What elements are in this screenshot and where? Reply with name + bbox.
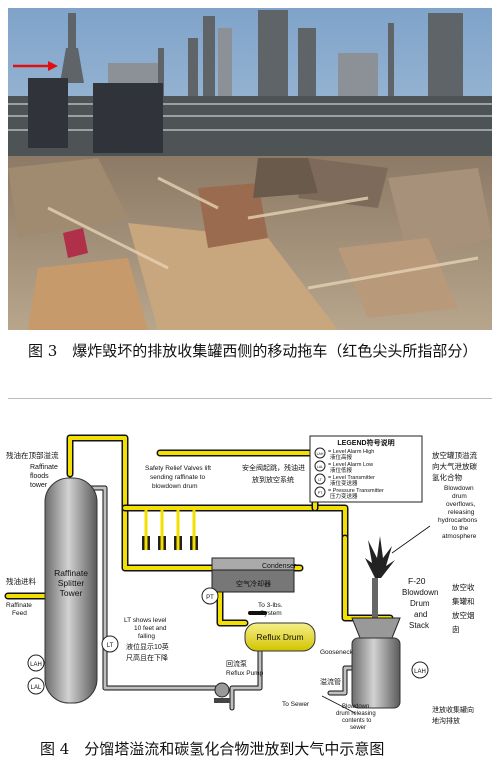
condenser-cn-label: 空气冷却器 <box>236 579 271 588</box>
f20-label-2: Blowdown <box>402 588 438 597</box>
three-lbs-label-2: System <box>260 610 282 617</box>
legend-title: LEGEND符号说明 <box>337 438 394 447</box>
flame-icon <box>365 536 395 578</box>
tag-lah-blowdown: LAH <box>414 669 426 675</box>
f20-label-3: Drum <box>410 599 430 608</box>
f20-label-4: and <box>414 610 427 619</box>
legend-cn: 液位变送器 <box>330 479 358 487</box>
f20-label-5: Stack <box>409 621 430 630</box>
relief-en-label-1: Safety Relief Valves lift <box>145 465 211 472</box>
reflux-pump-en-label: Reflux Pump <box>226 670 264 677</box>
blowdown-en-7: atmosphere <box>442 533 477 540</box>
legend-item: LAH = Level Alarm High 液位高报 <box>314 447 374 461</box>
red-arrow-icon <box>13 61 58 71</box>
legend-cn: 液位高报 <box>330 453 353 461</box>
gooseneck-label: Gooseneck <box>320 649 354 656</box>
legend-symbol: LAH <box>317 452 324 456</box>
sewer-en-3: contents to <box>342 718 372 724</box>
blowdown-en-1: Blowdown <box>444 485 474 492</box>
tower-label-1: Raffinate <box>54 568 88 578</box>
to-sewer-label: To Sewer <box>282 701 310 708</box>
lt-note-cn-1: 液位显示10英 <box>126 642 169 651</box>
process-diagram: Raffinate Splitter Tower 空气冷却器 Condenser… <box>0 408 500 731</box>
raffinate-splitter-tower: Raffinate Splitter Tower <box>44 477 98 704</box>
blowdown-en-3: overflows, <box>446 501 475 508</box>
legend: LEGEND符号说明 LAH = Level Alarm High 液位高报 L… <box>309 435 423 503</box>
lt-note-en-3: falling <box>138 633 155 640</box>
overflow-cn-label: 残油在顶部溢流 <box>6 450 59 460</box>
feed-en-label-1: Raffinate <box>6 602 32 609</box>
explosion-damage-photo <box>8 8 492 330</box>
instrument-tags: LAH LAL LT PT LAH <box>27 587 429 695</box>
f20-label-1: F-20 <box>408 576 426 586</box>
sewer-en-4: sewer <box>350 725 366 730</box>
tag-lt: LT <box>107 643 114 649</box>
blowdown-cn-1: 放空罐顶溢流 <box>432 450 477 460</box>
callout-lines <box>321 525 431 714</box>
three-lbs-label-1: To 3-lbs. <box>258 602 283 609</box>
condenser: 空气冷却器 Condenser <box>211 557 297 593</box>
photo-drawing <box>8 8 492 330</box>
overflow-en-label-1: Raffinate <box>30 464 58 471</box>
legend-en: = Level Transmitter <box>328 475 375 481</box>
blowdown-en-2: drum <box>452 493 467 500</box>
sewer-en-2: drum releasing <box>336 711 376 717</box>
blowdown-cn-2: 向大气泄放碳 <box>432 461 477 471</box>
f20-cn-2: 集罐和 <box>452 596 475 606</box>
f20-cn-4: 囱 <box>452 624 460 634</box>
lt-note-en-2: 10 feet and <box>134 625 167 632</box>
reflux-drum-label: Reflux Drum <box>256 632 303 642</box>
lt-note-cn-2: 尺高且在下降 <box>126 653 168 662</box>
relief-cn-label-1: 安全阀起跳，残油进 <box>242 463 305 472</box>
reflux-pump-cn-label: 回流泵 <box>226 659 247 668</box>
diagram-drawing: Raffinate Splitter Tower 空气冷却器 Condenser… <box>4 434 478 731</box>
tower-label-3: Tower <box>60 588 83 598</box>
relief-valves <box>142 508 198 550</box>
divider <box>8 398 492 399</box>
diagram-labels: 残油在顶部溢流 Raffinate floods tower 残油进料 Raff… <box>6 450 478 731</box>
overflow-en-label-3: tower <box>30 482 48 489</box>
reflux-drum: Reflux Drum <box>244 622 316 652</box>
condenser-en-label: Condenser <box>262 563 297 570</box>
figure-4-caption: 图 4 分馏塔溢流和碳氢化合物泄放到大气中示意图 <box>40 740 385 758</box>
relief-en-label-3: blowdown drum <box>152 483 198 490</box>
sewer-en-1: Blowdown <box>342 704 369 710</box>
reflux-pump <box>214 682 230 703</box>
legend-en: = Level Alarm Low <box>328 462 373 468</box>
tag-lal: LAL <box>31 685 42 691</box>
overflow-pipe-cn-label: 溢流管 <box>320 677 341 686</box>
tower-label-2: Splitter <box>58 578 85 588</box>
f20-cn-1: 放空收 <box>452 582 475 592</box>
legend-cn: 压力变送器 <box>330 492 358 500</box>
blowdown-drum-and-stack <box>351 536 401 709</box>
legend-en: = Pressure Transmitter <box>328 488 384 494</box>
blowdown-cn-3: 氢化合物 <box>432 472 462 482</box>
legend-en: = Level Alarm High <box>328 449 374 455</box>
legend-symbol: LAL <box>317 465 323 469</box>
legend-item: PT = Pressure Transmitter 压力变送器 <box>314 486 384 500</box>
relief-cn-label-2: 放到放空系统 <box>252 475 294 484</box>
f20-cn-3: 放空烟 <box>452 610 475 620</box>
overflow-en-label-2: floods <box>30 473 49 480</box>
blowdown-en-4: releasing <box>448 509 475 516</box>
feed-en-label-2: Feed <box>12 610 27 617</box>
sewer-cn-2: 地沟排放 <box>432 716 460 725</box>
legend-symbol: LT <box>318 478 323 482</box>
tag-lah: LAH <box>30 662 42 668</box>
legend-item: LT = Level Transmitter 液位变送器 <box>314 473 375 487</box>
blowdown-en-6: to the <box>452 525 469 532</box>
legend-cn: 液位低报 <box>330 466 353 474</box>
feed-cn-label: 残油进料 <box>6 576 36 586</box>
sewer-cn-1: 泄放收集罐向 <box>432 705 474 714</box>
blowdown-en-5: hydrocarbons <box>438 517 478 524</box>
legend-item: LAL = Level Alarm Low 液位低报 <box>314 460 373 474</box>
tag-pt: PT <box>206 595 214 601</box>
figure-3-caption: 图 3 爆炸毁坏的排放收集罐西侧的移动拖车（红色尖头所指部分） <box>28 342 478 360</box>
relief-en-label-2: sending raffinate to <box>150 474 206 481</box>
legend-symbol: PT <box>318 491 323 495</box>
lt-note-en-1: LT shows level <box>124 617 167 624</box>
